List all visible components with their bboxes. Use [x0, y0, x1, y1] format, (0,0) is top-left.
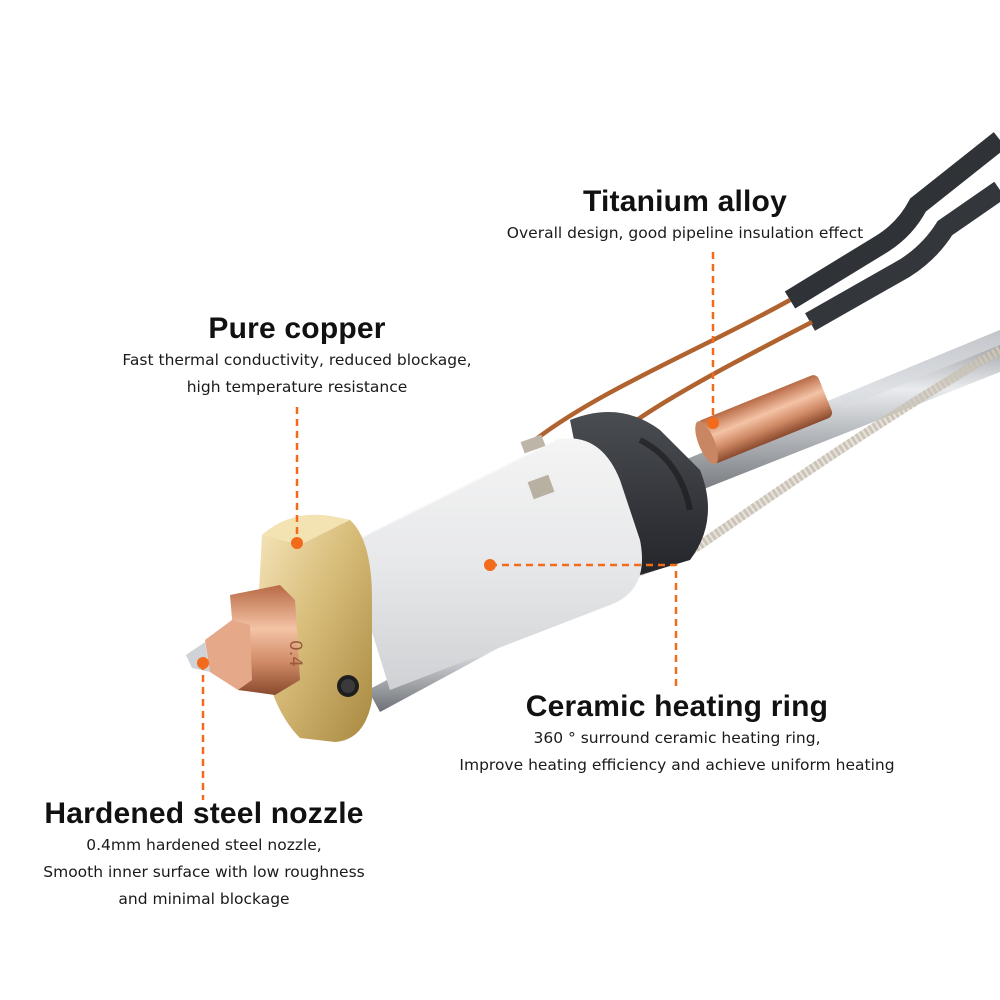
callout-title: Hardened steel nozzle: [44, 797, 364, 830]
thermistor-cable: [517, 346, 1000, 625]
copper-sleeve: [695, 375, 833, 465]
callout-dots: [197, 417, 719, 669]
callout-desc-line: 360 ° surround ceramic heating ring,: [533, 729, 821, 747]
nozzle-dot: [197, 657, 209, 669]
nozzle-size-marking: 0.4: [285, 640, 305, 667]
callout-ceramic: Ceramic heating ring 360 ° surround cera…: [397, 689, 957, 779]
callout-nozzle: Hardened steel nozzle 0.4mm hardened ste…: [0, 796, 454, 913]
callout-desc-line: Smooth inner surface with low roughness: [43, 863, 365, 881]
callout-title: Ceramic heating ring: [525, 690, 829, 723]
callout-leaders: [201, 252, 715, 800]
insulated-wires: [533, 132, 1000, 477]
callout-title: Titanium alloy: [583, 185, 787, 218]
callout-copper: Pure copper Fast thermal conductivity, r…: [47, 311, 547, 401]
callout-desc-line: Improve heating efficiency and achieve u…: [459, 756, 895, 774]
callout-titanium: Titanium alloy Overall design, good pipe…: [435, 184, 935, 247]
copper-dot: [291, 537, 303, 549]
ceramic-leader-line: [490, 563, 678, 690]
titanium-dot: [707, 417, 719, 429]
callout-desc-line: Fast thermal conductivity, reduced block…: [122, 351, 472, 369]
callout-title: Pure copper: [208, 312, 386, 345]
callout-desc-line: Overall design, good pipeline insulation…: [506, 224, 864, 242]
callout-desc-line: and minimal blockage: [118, 890, 290, 908]
callout-desc-line: high temperature resistance: [186, 378, 408, 396]
ceramic-dot: [484, 559, 496, 571]
callout-desc-line: 0.4mm hardened steel nozzle,: [86, 836, 322, 854]
